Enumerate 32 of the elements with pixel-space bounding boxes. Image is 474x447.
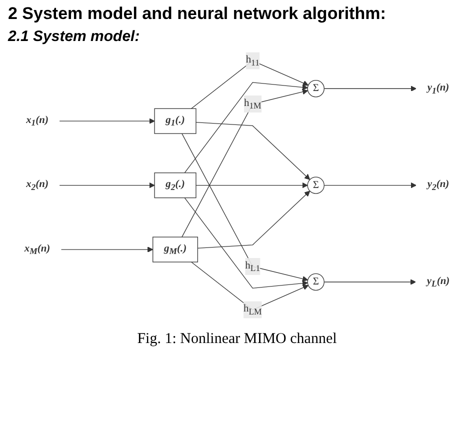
node-text: x$_{M}$(n) bbox=[24, 242, 50, 256]
arrow bbox=[324, 86, 416, 92]
node-circle: Σ bbox=[307, 176, 324, 194]
edge-label: h$_{1M}$ bbox=[244, 97, 262, 111]
node-box: g$_{2}$(.) bbox=[154, 172, 196, 198]
arrow bbox=[59, 182, 155, 188]
node-text: y$_{L}$(n) bbox=[426, 275, 450, 289]
node-text: y$_{1}$(n) bbox=[427, 82, 450, 96]
node-box: g$_{1}$(.) bbox=[154, 108, 196, 134]
section-heading: 2 System model and neural network algorithm: bbox=[8, 4, 387, 24]
arrow bbox=[324, 182, 416, 188]
arrow bbox=[182, 89, 308, 238]
node-circle: Σ bbox=[307, 80, 324, 98]
node-text: y$_{2}$(n) bbox=[427, 178, 450, 192]
arrow bbox=[182, 133, 308, 282]
arrow bbox=[184, 197, 308, 289]
arrow bbox=[196, 182, 308, 188]
subsection-heading: 2.1 System model: bbox=[8, 28, 141, 45]
figure-caption: Fig. 1: Nonlinear MIMO channel bbox=[136, 330, 338, 348]
arrow bbox=[324, 279, 416, 285]
node-circle: Σ bbox=[307, 273, 324, 291]
arrow bbox=[197, 190, 310, 249]
node-box: g$_{M}$(.) bbox=[152, 236, 198, 262]
arrow bbox=[184, 82, 308, 174]
arrow bbox=[196, 122, 310, 180]
edge-label: h$_{11}$ bbox=[246, 54, 260, 68]
node-text: x$_{1}$(n) bbox=[26, 114, 48, 128]
node-text: x$_{2}$(n) bbox=[26, 178, 48, 192]
edge-label: h$_{LM}$ bbox=[243, 303, 262, 316]
arrow bbox=[59, 118, 155, 124]
arrow bbox=[60, 246, 154, 252]
edge-label: h$_{L1}$ bbox=[245, 260, 260, 274]
